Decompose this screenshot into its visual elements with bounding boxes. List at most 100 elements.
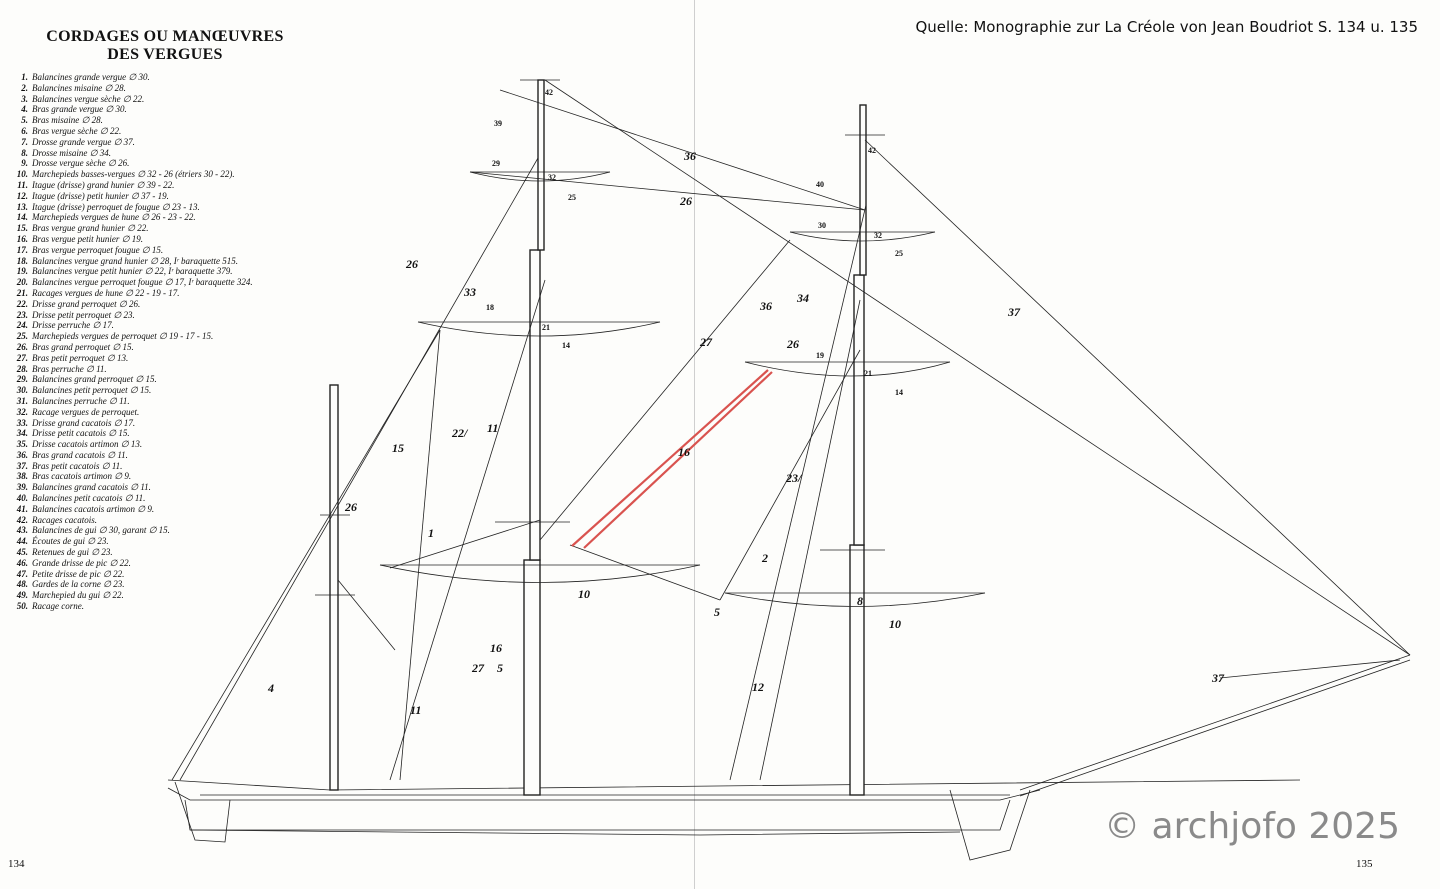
legend-text: Bras perruche ∅ 11. (32, 363, 107, 374)
highlight-brace-1 (571, 369, 769, 547)
copyright-watermark: © archjofo 2025 (1104, 806, 1400, 847)
legend-text: Drosse vergue sèche ∅ 26. (32, 158, 130, 169)
legend-item: 17.Bras vergue perroquet fougue ∅ 15. (8, 245, 338, 256)
legend-item: 7. Drosse grande vergue ∅ 37. (8, 137, 338, 148)
legend-number: 34. (16, 428, 28, 439)
legend-item: 24. Drisse perruche ∅ 17. (8, 320, 338, 331)
legend-number: 9. (21, 158, 28, 169)
legend-item: 42.Racages cacatois. (8, 515, 338, 526)
legend-number: 4. (21, 104, 28, 115)
legend-number: 13. (16, 201, 28, 212)
legend-item: 18.Balancines vergue grand hunier ∅ 28, … (8, 256, 338, 267)
legend-text: Drisse cacatois artimon ∅ 13. (32, 439, 143, 450)
legend-text: Itague (drisse) grand hunier ∅ 39 - 22. (32, 179, 175, 190)
legend-item: 43. Balancines de gui ∅ 30, garant ∅ 15. (8, 525, 338, 536)
legend-item: 9. Drosse vergue sèche ∅ 26. (8, 158, 338, 169)
legend-text: Drisse petit perroquet ∅ 23. (32, 309, 135, 320)
callout-19: 19 (816, 351, 824, 360)
legend-item: 27.Bras petit perroquet ∅ 13. (8, 353, 338, 364)
callout-2: 2 (761, 551, 768, 565)
legend-number: 18. (16, 255, 28, 266)
callout-16: 16 (678, 445, 690, 459)
callout-8: 8 (857, 594, 863, 608)
legend-item: 44.Écoutes de gui ∅ 23. (8, 536, 338, 547)
legend-number: 39. (16, 482, 28, 493)
callout-5: 5 (497, 661, 503, 675)
legend-text: Balancines petit perroquet ∅ 15. (32, 385, 152, 396)
legend-item: 16.Bras vergue petit hunier ∅ 19. (8, 234, 338, 245)
legend-number: 11. (17, 179, 28, 190)
legend-number: 32. (16, 406, 28, 417)
callout-23: 23/ (785, 471, 803, 485)
legend-text: Racage corne. (32, 601, 84, 612)
legend-number: 22. (16, 298, 28, 309)
legend-number: 6. (21, 125, 28, 136)
legend-item: 22. Drisse grand perroquet ∅ 26. (8, 299, 338, 310)
legend-item: 38.Bras cacatois artimon ∅ 9. (8, 471, 338, 482)
legend-text: Balancines vergue sèche ∅ 22. (32, 93, 145, 104)
page-title: CORDAGES OU MANŒUVRES DES VERGUES (20, 28, 310, 64)
legend-number: 35. (16, 439, 28, 450)
legend-text: Drosse grande vergue ∅ 37. (32, 136, 135, 147)
legend-item: 30.Balancines petit perroquet ∅ 15. (8, 385, 338, 396)
legend-text: Racage vergues de perroquet. (32, 406, 140, 417)
legend-item: 29.Balancines grand perroquet ∅ 15. (8, 374, 338, 385)
page-number-left: 134 (8, 858, 25, 870)
legend-item: 25.Marchepieds vergues de perroquet ∅ 19… (8, 331, 338, 342)
legend-text: Marchepieds vergues de hune ∅ 26 - 23 - … (32, 212, 196, 223)
legend-text: Drisse petit cacatois ∅ 15. (32, 428, 130, 439)
legend-number: 45. (16, 547, 28, 558)
legend-text: Bras vergue perroquet fougue ∅ 15. (32, 244, 164, 255)
legend-text: Bras misaine ∅ 28. (32, 115, 103, 126)
legend-item: 3. Balancines vergue sèche ∅ 22. (8, 94, 338, 105)
legend-item: 20.Balancines vergue perroquet fougue ∅ … (8, 277, 338, 288)
legend-text: Balancines petit cacatois ∅ 11. (32, 493, 146, 504)
legend-number: 21. (16, 287, 28, 298)
legend-text: Itague (drisse) petit hunier ∅ 37 - 19. (32, 190, 169, 201)
legend-number: 24. (16, 320, 28, 331)
legend-text: Bras vergue sèche ∅ 22. (32, 125, 122, 136)
legend-text: Drisse grand perroquet ∅ 26. (32, 298, 141, 309)
legend-text: Balancines de gui ∅ 30, garant ∅ 15. (32, 525, 170, 536)
legend-number: 1. (21, 72, 28, 82)
legend-number: 20. (16, 277, 28, 288)
legend-number: 7. (21, 136, 28, 147)
legend-text: Bras petit perroquet ∅ 13. (32, 352, 129, 363)
legend-number: 33. (16, 417, 28, 428)
legend-number: 43. (16, 525, 28, 536)
legend-number: 3. (21, 93, 28, 104)
legend-number: 16. (16, 233, 28, 244)
legend-item: 4.Bras grande vergue ∅ 30. (8, 104, 338, 115)
callout-39: 39 (494, 119, 502, 128)
legend-item: 8.Drosse misaine ∅ 34. (8, 148, 338, 159)
bowsprit (1019, 654, 1411, 791)
legend-item: 5.Bras misaine ∅ 28. (8, 115, 338, 126)
callout-14: 14 (562, 341, 570, 350)
callout-36: 36 (683, 149, 696, 163)
legend-number: 10. (16, 169, 28, 180)
callout-33: 33 (463, 285, 476, 299)
legend-text: Drisse perruche ∅ 17. (32, 320, 114, 331)
legend-number: 44. (16, 536, 28, 547)
legend-number: 38. (16, 471, 28, 482)
highlight-brace-2 (583, 371, 773, 549)
hull (167, 779, 1301, 861)
callout-25b: 25 (895, 249, 903, 258)
callout-32b: 32 (874, 231, 882, 240)
legend-item: 31.Balancines perruche ∅ 11. (8, 396, 338, 407)
legend-item: 2.Balancines misaine ∅ 28. (8, 83, 338, 94)
fore-mast (724, 104, 986, 796)
legend-number: 19. (16, 266, 28, 277)
mizzen-mast (315, 384, 355, 791)
callout-4: 4 (267, 681, 274, 695)
callout-16b: 16 (490, 641, 502, 655)
legend-text: Bras vergue grand hunier ∅ 22. (32, 223, 149, 234)
legend-text: Drisse grand cacatois ∅ 17. (32, 417, 136, 428)
legend-item: 32. Racage vergues de perroquet. (8, 407, 338, 418)
legend-item: 35. Drisse cacatois artimon ∅ 13. (8, 439, 338, 450)
legend-item: 21.Racages vergues de hune ∅ 22 - 19 - 1… (8, 288, 338, 299)
legend-number: 40. (16, 493, 28, 504)
legend-number: 12. (16, 190, 28, 201)
callout-32: 32 (548, 173, 556, 182)
callout-11b: 11 (410, 703, 421, 717)
